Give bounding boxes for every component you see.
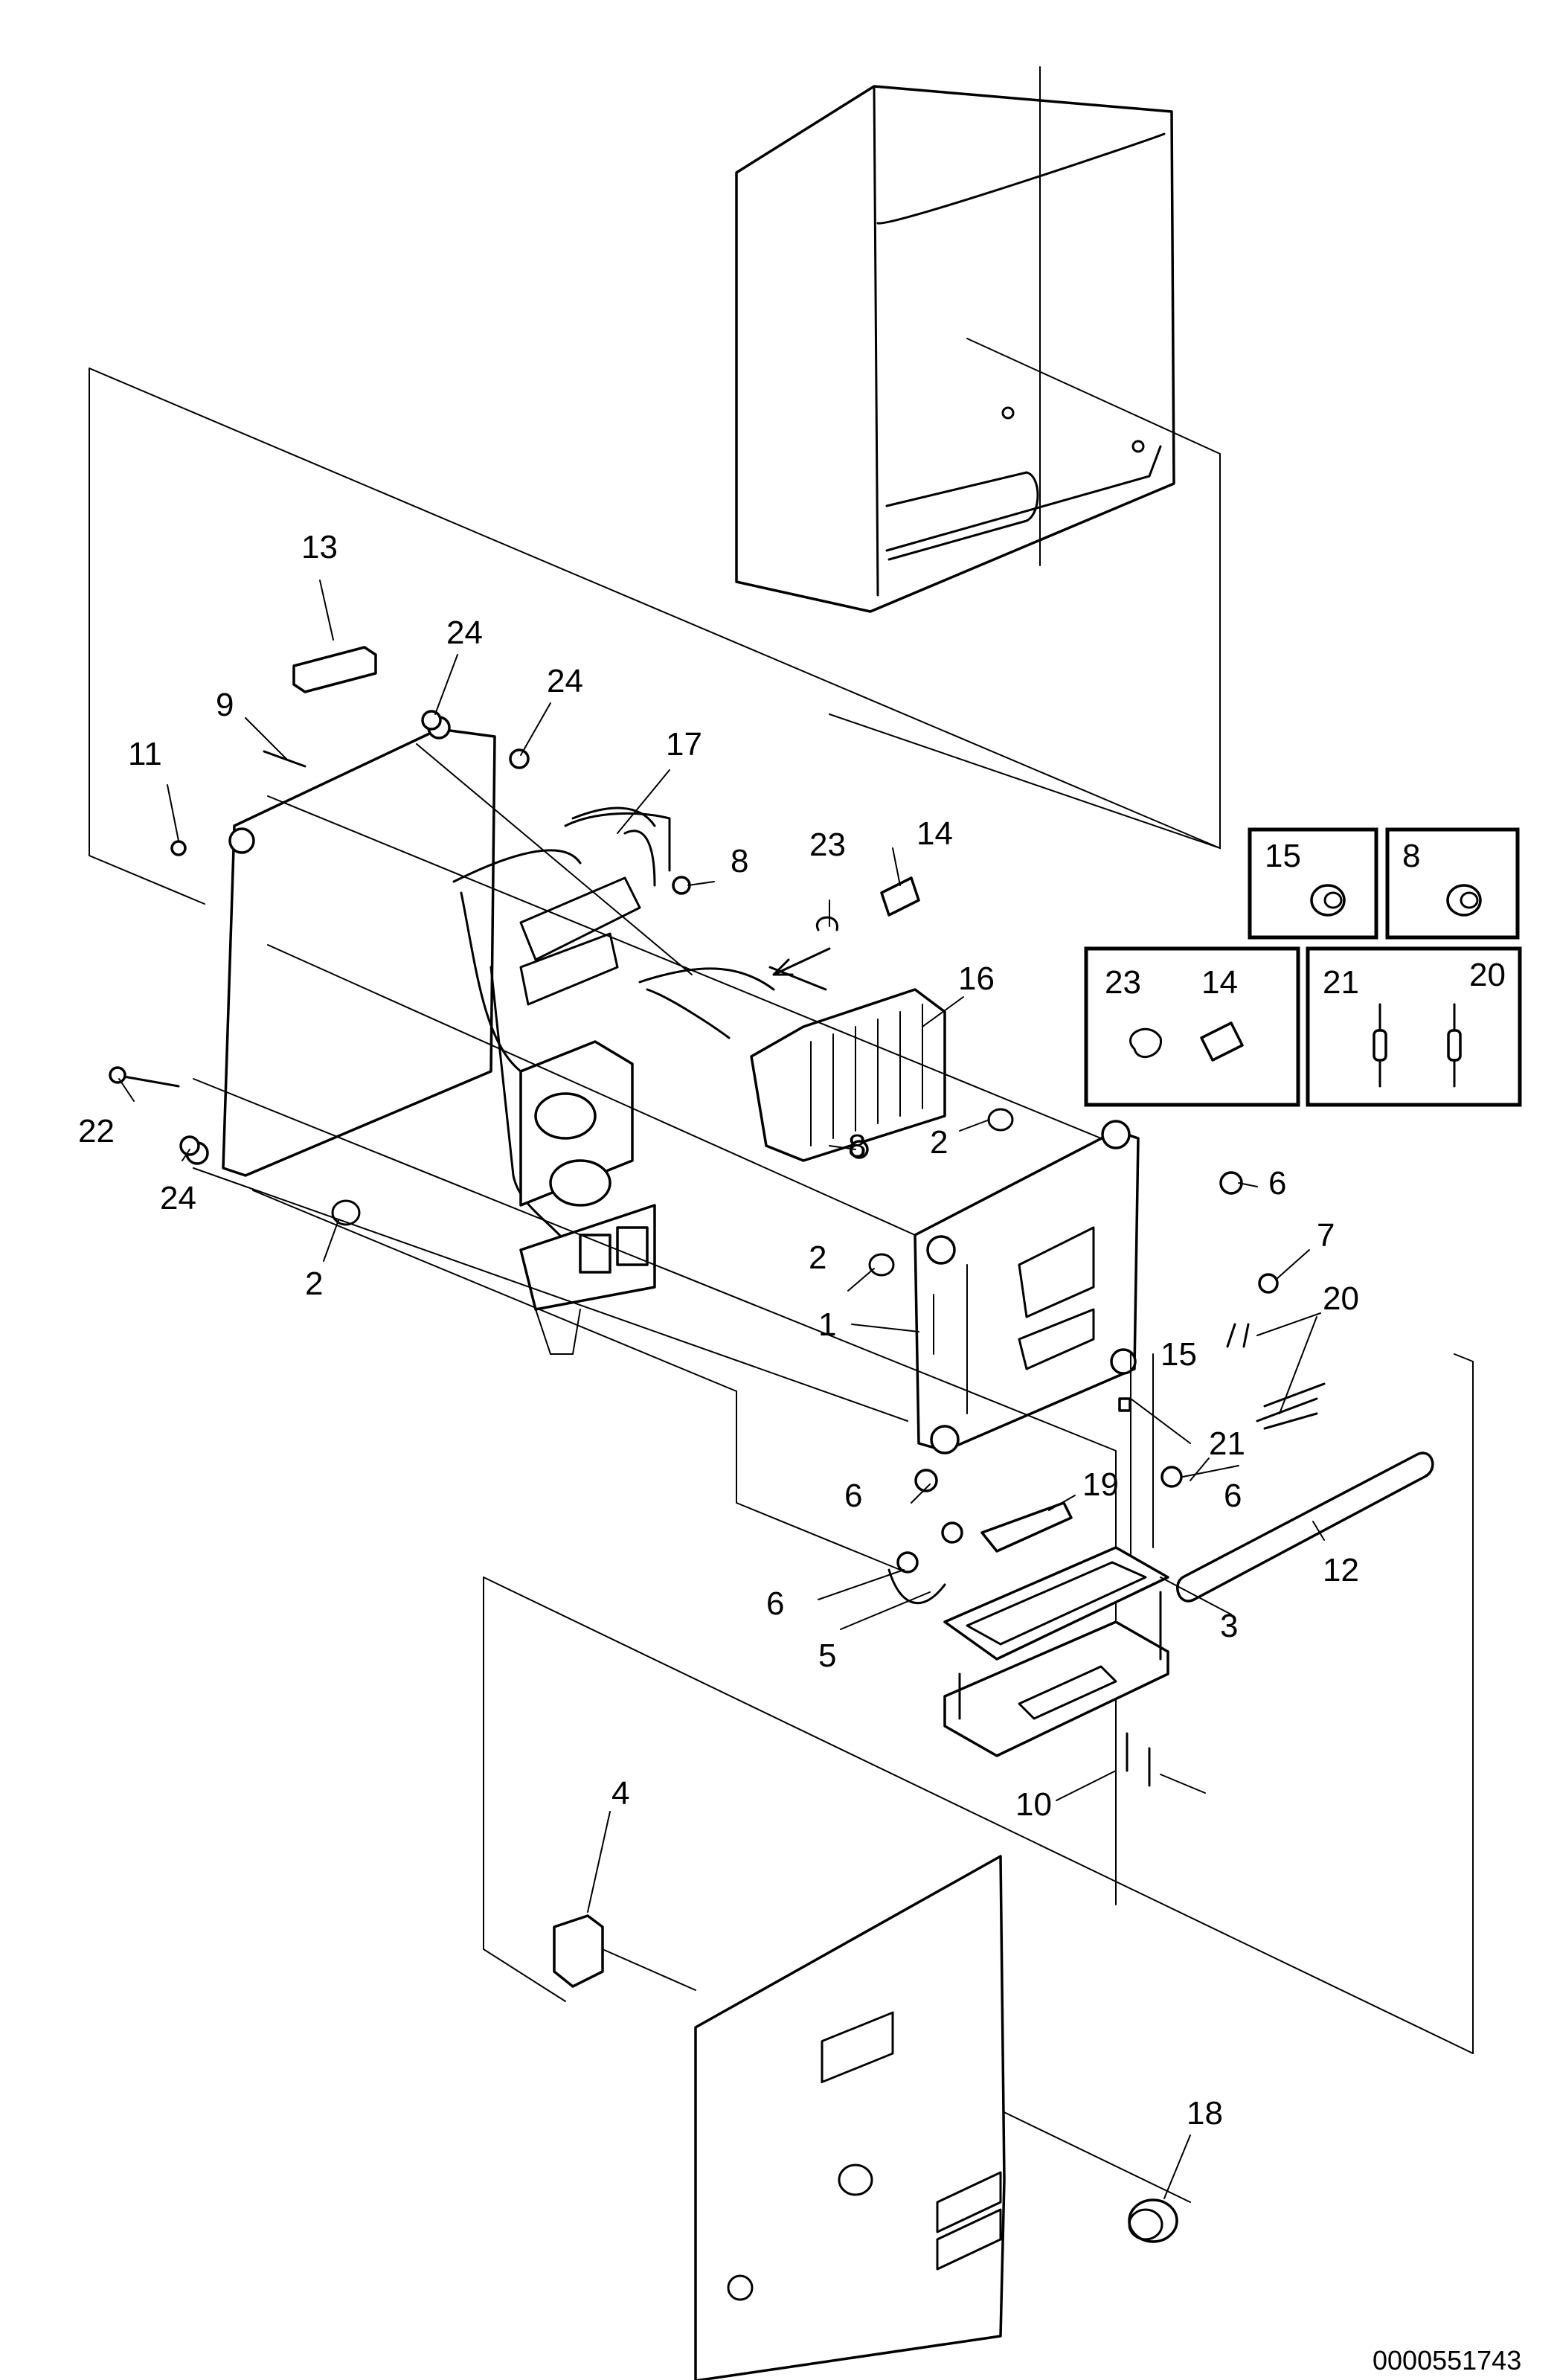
callout-18: 18: [1187, 2095, 1223, 2132]
callout-2: 2: [930, 1124, 948, 1161]
callout-6: 6: [766, 1585, 784, 1622]
control-module: [914, 1120, 1140, 1454]
wiring-harness: [416, 743, 775, 1355]
hardware-parts: [109, 646, 1326, 1787]
inset-box-15: [1248, 827, 1378, 940]
callout-11: 11: [128, 736, 162, 772]
document-id: 0000551743: [1373, 2345, 1521, 2376]
inset-label-15: 15: [1265, 838, 1301, 874]
inset-label-20: 20: [1469, 957, 1506, 993]
callout-6: 6: [1268, 1165, 1286, 1202]
callout-24: 24: [446, 615, 483, 651]
gasket-and-base: [943, 1546, 1169, 1757]
callout-16: 16: [958, 960, 995, 997]
callout-6: 6: [1224, 1478, 1242, 1514]
callout-14: 14: [916, 815, 953, 852]
bracket: [980, 1501, 1073, 1553]
knob: [1128, 2198, 1178, 2243]
cable: [887, 1568, 946, 1605]
callout-24: 24: [547, 663, 583, 699]
callout-1: 1: [818, 1306, 836, 1343]
enclosure-housing: [735, 66, 1221, 850]
switch: [553, 1914, 696, 1991]
callout-19: 19: [1082, 1466, 1119, 1503]
callout-15: 15: [1160, 1336, 1197, 1373]
callout-12: 12: [1323, 1552, 1359, 1588]
inset-box-23-14: [1084, 946, 1300, 1107]
callout-20: 20: [1323, 1280, 1359, 1317]
callout-13: 13: [301, 529, 338, 565]
callout-21: 21: [1209, 1425, 1245, 1462]
callout-6: 6: [844, 1478, 862, 1514]
callout-22: 22: [78, 1113, 115, 1149]
callout-2: 2: [809, 1239, 826, 1276]
callout-24: 24: [160, 1180, 196, 1216]
inset-boxes: 15 8 23 14 21 20: [1084, 827, 1522, 1107]
callout-2: 2: [305, 1266, 323, 1302]
callout-4: 4: [611, 1775, 629, 1812]
inset-label-21: 21: [1323, 964, 1359, 1001]
callout-7: 7: [1317, 1217, 1335, 1254]
callout-17: 17: [666, 726, 702, 763]
callout-8: 8: [731, 843, 748, 879]
front-cover: [694, 1855, 1006, 2380]
terminal-block: [646, 966, 946, 1162]
inset-label-14: 14: [1201, 964, 1238, 1001]
inset-box-21-20: [1306, 946, 1522, 1107]
callout-10: 10: [1015, 1786, 1052, 1823]
callout-8: 8: [848, 1128, 866, 1164]
strap: [1176, 1452, 1434, 1603]
back-plate: [89, 368, 1221, 1177]
callout-5: 5: [818, 1638, 836, 1674]
inset-label-23: 23: [1105, 964, 1141, 1001]
callout-9: 9: [216, 687, 234, 723]
callout-3: 3: [1220, 1608, 1238, 1644]
callout-23: 23: [809, 827, 846, 863]
leader-lines: [118, 580, 1325, 2199]
inset-label-8: 8: [1402, 838, 1420, 874]
inset-box-8: [1385, 827, 1520, 940]
callout-labels: 13 24 24 9 17 11 8 23 14 16 22 24 2 2 8 …: [78, 529, 1359, 2132]
